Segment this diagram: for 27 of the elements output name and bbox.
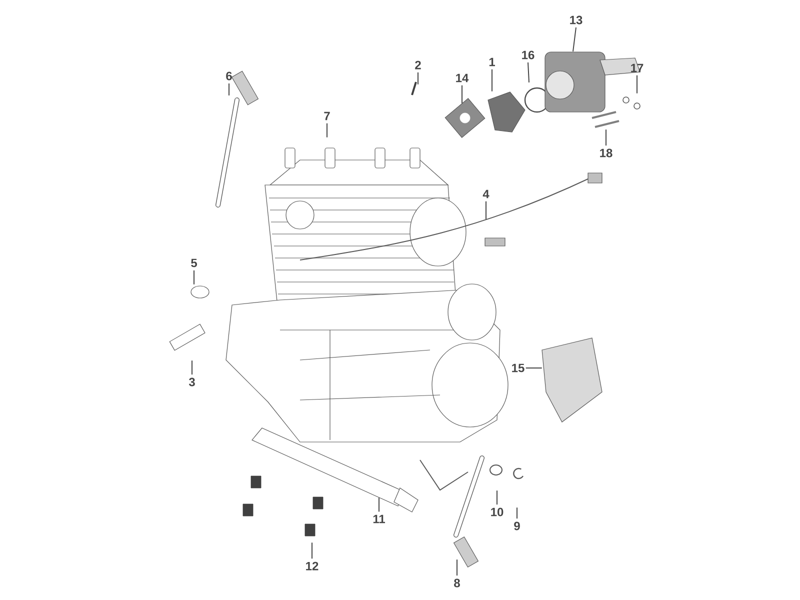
leader-line: [636, 74, 638, 94]
leader-line: [528, 62, 530, 83]
callout-number: 2: [415, 60, 421, 70]
callout-number: 13: [570, 16, 582, 24]
leader-line: [326, 122, 328, 138]
callout-number: 4: [482, 190, 490, 198]
leader-line: [456, 559, 458, 576]
callout-number: 16: [522, 50, 534, 60]
callout-number: 8: [454, 578, 460, 588]
callout-number: 12: [306, 562, 318, 570]
callout-number: 14: [456, 74, 469, 82]
callout-number: 11: [373, 514, 385, 524]
callout-number: 3: [188, 378, 195, 386]
leader-line: [516, 507, 518, 520]
callout-number: 5: [191, 258, 197, 268]
leader-line: [228, 82, 230, 96]
callout-number: 17: [631, 64, 644, 72]
leader-line: [378, 497, 380, 512]
callout-number: 18: [600, 148, 612, 158]
callout-number: 15: [512, 364, 524, 372]
callout-number: 1: [489, 58, 495, 66]
callout-number: 9: [514, 522, 520, 530]
leader-line: [496, 490, 498, 506]
callout-number: 10: [491, 508, 504, 516]
callout-number: 7: [324, 112, 330, 120]
leader-line: [572, 26, 576, 52]
callout-number: 6: [226, 72, 232, 80]
